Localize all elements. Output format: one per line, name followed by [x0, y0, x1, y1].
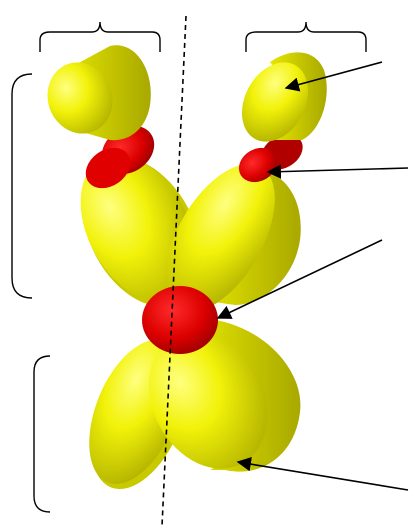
right-cylinder — [241, 52, 327, 142]
upper-left-bracket — [11, 73, 33, 299]
central-red-sphere — [142, 286, 218, 354]
right-red-connector — [238, 134, 303, 183]
upper-right-lobe — [165, 163, 301, 313]
top-right-brace — [245, 21, 367, 52]
pointer-arrow-central-sphere — [216, 239, 383, 319]
lower-right-lobe — [148, 318, 301, 472]
pointer-arrow-lower-lobe — [236, 457, 409, 491]
left-cylinder — [47, 45, 151, 141]
dashed-symmetry-axis — [161, 15, 187, 527]
lower-left-bracket — [33, 355, 51, 513]
pointer-arrow-red-connector — [266, 164, 409, 179]
top-left-brace — [39, 21, 161, 52]
pointer-arrow-right-cylinder — [284, 61, 383, 92]
